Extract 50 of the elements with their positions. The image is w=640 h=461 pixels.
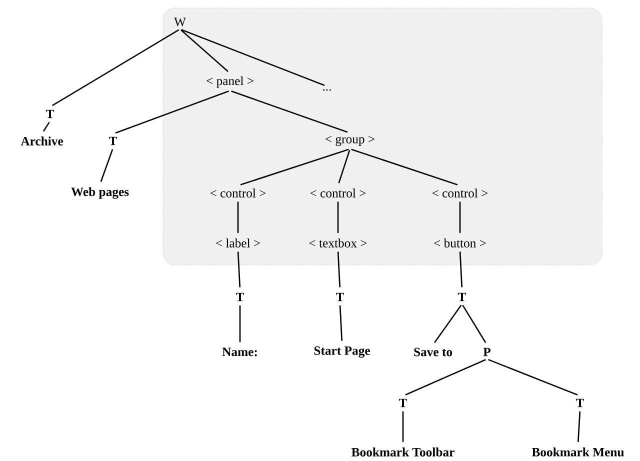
tree-node-label: T [336,292,344,302]
tree-branch [100,149,114,182]
tree-node-label: W [174,18,186,26]
tree-node-label: Bookmark Menu [532,448,624,456]
tree-branch [181,29,325,86]
tree-branch [231,90,348,133]
tree-node-label: Save to [414,348,452,356]
tree-node-label: T [398,398,408,408]
tree-node-label: < control > [210,188,266,198]
tree-branch [459,252,463,288]
tree-node-label: T [108,136,118,146]
tree-node-label: Bookmark Toolbar [352,448,454,456]
tree-branch [434,304,462,344]
tree-node-label: < button > [434,238,486,248]
tree-node-label: Web pages [71,187,129,199]
tree-node-label: P [483,348,490,356]
tree-branch [577,411,581,442]
tree-branch [42,122,50,132]
tree-branch [240,148,349,186]
tree-node-label: < label > [216,238,260,248]
tree-node-label: Start Page [314,346,370,358]
tree-branch [52,29,180,106]
tree-branch [237,252,241,288]
tree-node-label: T [576,398,584,408]
tree-branch [488,358,578,396]
tree-branch [339,305,343,341]
tree-node-label: Archive [20,136,64,146]
tree-branch [402,411,404,442]
tree-branch [338,150,350,184]
tree-branch [239,305,241,342]
tree-branch [180,30,228,72]
tree-node-label: < textbox > [309,238,367,248]
tree-branch [337,202,339,233]
tree-node-label: < control > [432,188,488,198]
tree-node-label: Name: [222,348,257,356]
tree-branch [459,202,461,233]
tree-node-label: < control > [310,188,366,198]
tree-node-label: T [236,292,244,302]
tree-branch [237,202,239,233]
tree-branch [351,148,458,186]
tree-node-label: < group > [326,136,374,146]
tree-branch [462,304,486,343]
tree-node-label: < panel > [206,76,254,88]
tree-node-label: T [46,110,54,118]
tree-node-label: ... [323,89,331,91]
tree-branch [337,252,341,288]
tree-branch [405,359,486,396]
tree-branch [115,90,229,134]
container-box [162,8,602,266]
tree-node-label: T [458,292,466,302]
